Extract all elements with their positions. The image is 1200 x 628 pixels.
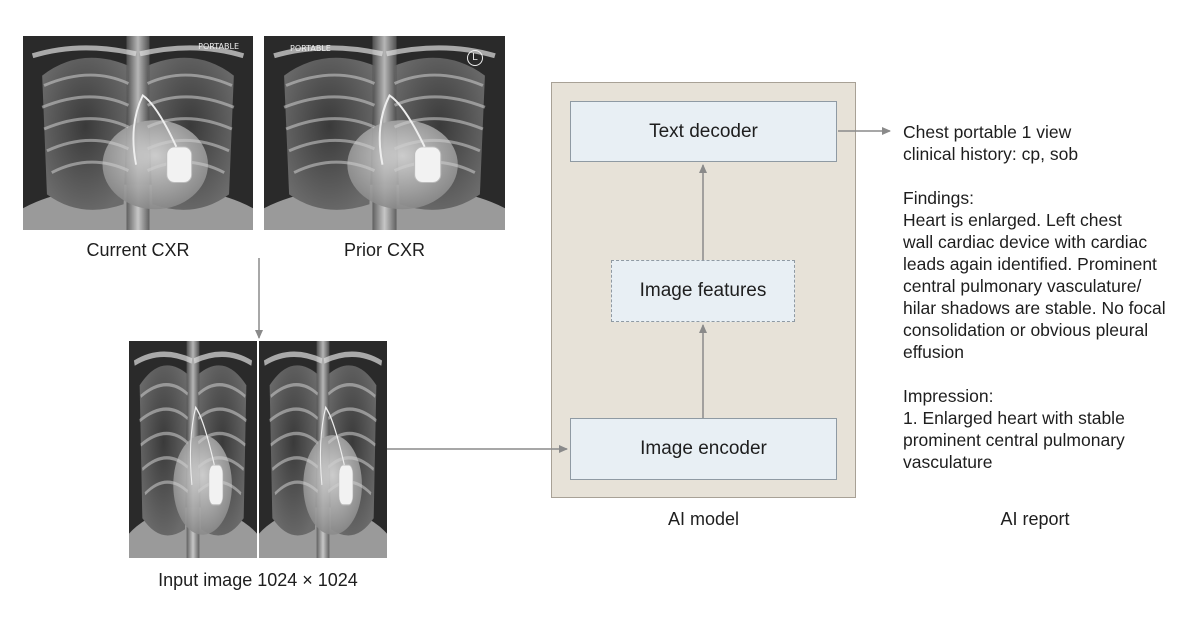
report-line: effusion: [903, 342, 964, 362]
report-line: 1. Enlarged heart with stable: [903, 408, 1125, 428]
ai-model-label: AI model: [667, 509, 740, 529]
current-cxr-image: PORTABLE: [23, 36, 253, 230]
image-encoder-label: Image encoder: [640, 438, 767, 459]
ai-report-label: AI report: [1000, 509, 1070, 529]
image-encoder-block: Image encoder: [570, 418, 837, 480]
side-marker-l: L: [467, 50, 483, 66]
prior-cxr-caption: Prior CXR: [343, 240, 425, 260]
report-line: consolidation or obvious pleural: [903, 320, 1149, 340]
image-features-label: Image features: [639, 280, 767, 301]
portable-marker: PORTABLE: [290, 44, 331, 53]
report-line: prominent central pulmonary: [903, 430, 1125, 450]
image-features-block: Image features: [611, 260, 795, 322]
text-decoder-block: Text decoder: [570, 101, 837, 162]
current-cxr-caption: Current CXR: [86, 240, 190, 260]
portable-marker: PORTABLE: [198, 42, 239, 51]
combined-input-caption: Input image 1024 × 1024: [158, 570, 358, 590]
report-line: vasculature: [903, 452, 993, 472]
report-line: clinical history: cp, sob: [903, 144, 1079, 164]
report-line: central pulmonary vasculature/: [903, 276, 1142, 296]
combined-input-image: [129, 341, 387, 558]
report-gap: [903, 363, 1193, 385]
report-line: Impression:: [903, 386, 994, 406]
report-line: Heart is enlarged. Left chest: [903, 210, 1122, 230]
report-line: wall cardiac device with cardiac: [903, 232, 1148, 252]
report-line: hilar shadows are stable. No focal: [903, 298, 1166, 318]
text-decoder-label: Text decoder: [649, 120, 758, 142]
report-line: Chest portable 1 view: [903, 122, 1072, 142]
report-gap: [903, 165, 1193, 187]
report-line: leads again identified. Prominent: [903, 254, 1157, 274]
report-line: Findings:: [903, 188, 975, 208]
prior-cxr-image: PORTABLE L: [264, 36, 505, 230]
